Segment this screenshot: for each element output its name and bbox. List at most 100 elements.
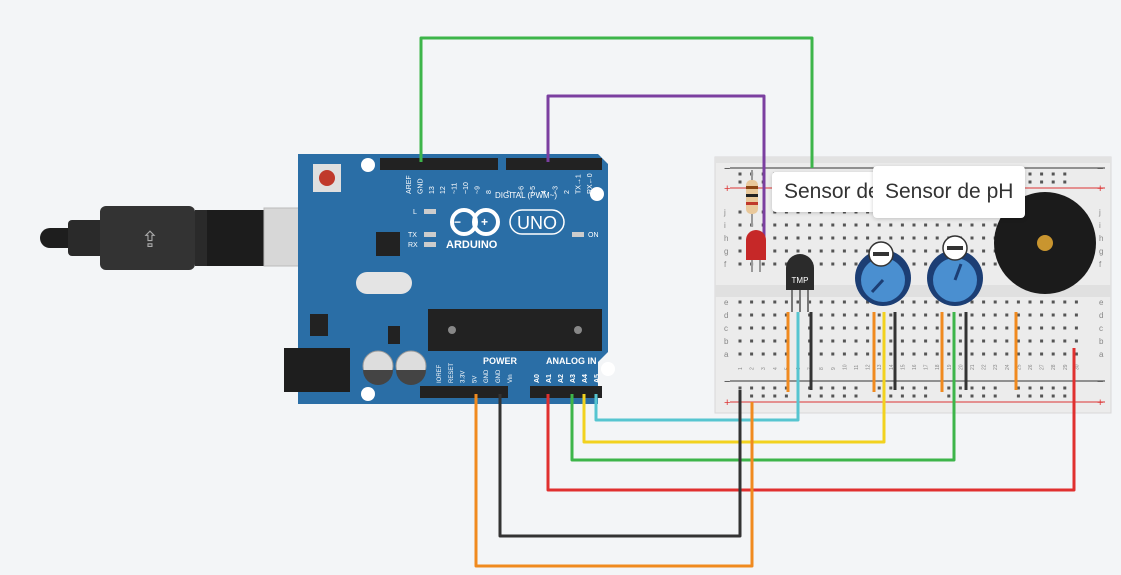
analog-pin-label: A2 <box>558 374 565 383</box>
wire-black <box>498 390 742 538</box>
row-letter-left: b <box>724 337 729 346</box>
rail-plus-right-bottom: + <box>1097 397 1103 409</box>
arduino-model: UNO <box>517 213 557 233</box>
power-pin-label: RESET <box>449 363 455 383</box>
power-pin-label: GND <box>484 369 490 383</box>
column-number: 18 <box>935 364 941 370</box>
power-pin-labels: IOREF RESET 3.3V 5V GND GND Vin <box>437 363 514 383</box>
column-number: 22 <box>982 364 988 370</box>
arduino-uno-board[interactable]: − + UNO ARDUINO DIGITAL (PWM~) POWER ANA… <box>284 154 615 404</box>
tooltip-sensor-ph: Sensor de pH <box>873 166 1026 218</box>
row-letter-left: e <box>724 298 729 307</box>
top-pin-label: 4 <box>541 190 548 194</box>
column-number: 20 <box>958 364 964 370</box>
rail-minus-left: − <box>724 163 730 175</box>
column-number: 8 <box>819 367 825 370</box>
top-pin-label: ~10 <box>463 182 470 194</box>
row-letter-right: h <box>1099 234 1103 243</box>
atmega-chip <box>428 309 602 351</box>
rail-plus-left-bottom: + <box>724 397 730 409</box>
column-number: 19 <box>947 364 953 370</box>
analog-in-label: ANALOG IN <box>546 356 597 366</box>
power-pin-label: 3.3V <box>461 371 467 383</box>
top-pin-label: 13 <box>429 186 436 194</box>
digital-header-label: DIGITAL (PWM~) <box>495 191 557 200</box>
column-number: 15 <box>900 364 906 370</box>
row-letter-right: a <box>1099 350 1104 359</box>
column-number: 27 <box>1040 364 1046 370</box>
column-number: 26 <box>1028 364 1034 370</box>
potentiometer-2[interactable] <box>927 235 983 306</box>
row-letter-right: f <box>1099 260 1102 269</box>
top-pin-label: 2 <box>564 190 571 194</box>
column-number: 14 <box>889 364 895 370</box>
header-analog <box>530 386 602 398</box>
svg-text:−: − <box>454 215 461 229</box>
wires[interactable] <box>419 36 1076 568</box>
power-pin-label: 5V <box>472 376 478 383</box>
column-number: 17 <box>924 364 930 370</box>
wire-yellow <box>582 312 886 444</box>
row-letter-left: i <box>724 221 726 230</box>
column-number: 29 <box>1063 364 1069 370</box>
top-pin-label: AREF <box>406 175 413 194</box>
analog-pin-label: A3 <box>570 374 577 383</box>
row-letter-right: d <box>1099 311 1103 320</box>
led-rx-label: RX <box>408 242 418 249</box>
top-pin-label: ~9 <box>474 186 481 194</box>
power-label: POWER <box>483 356 518 366</box>
temperature-sensor[interactable]: TMP <box>786 254 814 312</box>
power-pin-label: GND <box>496 369 502 383</box>
rail-plus-right: + <box>1097 183 1103 195</box>
row-letter-left: j <box>723 208 726 217</box>
column-number: 1 <box>738 367 744 370</box>
potentiometer-1[interactable] <box>855 241 911 306</box>
column-number: 25 <box>1016 364 1022 370</box>
column-number: 23 <box>993 364 999 370</box>
row-letter-left: f <box>724 260 727 269</box>
usb-icon: ⇪ <box>141 227 159 252</box>
power-pin-label: IOREF <box>437 364 443 383</box>
column-number: 11 <box>854 365 860 370</box>
top-pin-label: RX←0 <box>587 173 594 194</box>
rail-minus-left-bottom: − <box>724 376 730 388</box>
row-letter-right: j <box>1098 208 1101 217</box>
row-letter-left: g <box>724 247 728 256</box>
analog-pin-label: A5 <box>594 374 601 383</box>
usb-cable[interactable]: ⇪ <box>40 206 267 270</box>
analog-pin-label: A0 <box>534 374 541 383</box>
row-letter-left: a <box>724 350 729 359</box>
top-pin-label: ~5 <box>530 186 537 194</box>
top-pin-label: GND <box>417 178 424 194</box>
column-number: 30 <box>1074 364 1080 370</box>
row-letter-right: i <box>1099 221 1101 230</box>
led-l-label: L <box>413 209 417 216</box>
wire-orange <box>474 394 754 568</box>
power-pin-label: Vin <box>508 374 514 383</box>
top-pin-label: ~11 <box>452 183 459 194</box>
wire-cyan <box>594 312 800 422</box>
column-number: 2 <box>750 367 756 370</box>
wire-red <box>546 348 1076 492</box>
red-led[interactable] <box>746 230 766 272</box>
top-pin-label: 8 <box>486 190 493 194</box>
temp-sensor-label: TMP <box>792 276 809 285</box>
column-number: 10 <box>842 364 848 370</box>
wire-purple <box>546 94 766 258</box>
column-number: 3 <box>761 367 767 370</box>
on-led-label: ON <box>588 232 599 239</box>
resistor[interactable] <box>746 170 758 226</box>
breadboard-holes <box>738 172 1078 398</box>
top-pin-label: TX→1 <box>575 174 582 194</box>
row-letter-right: b <box>1099 337 1104 346</box>
column-number: 4 <box>773 367 779 370</box>
column-number: 28 <box>1051 364 1057 370</box>
svg-text:+: + <box>481 215 488 229</box>
column-number: 9 <box>831 367 837 370</box>
top-pin-label: 7 <box>507 190 514 194</box>
led-tx-label: TX <box>408 232 417 239</box>
